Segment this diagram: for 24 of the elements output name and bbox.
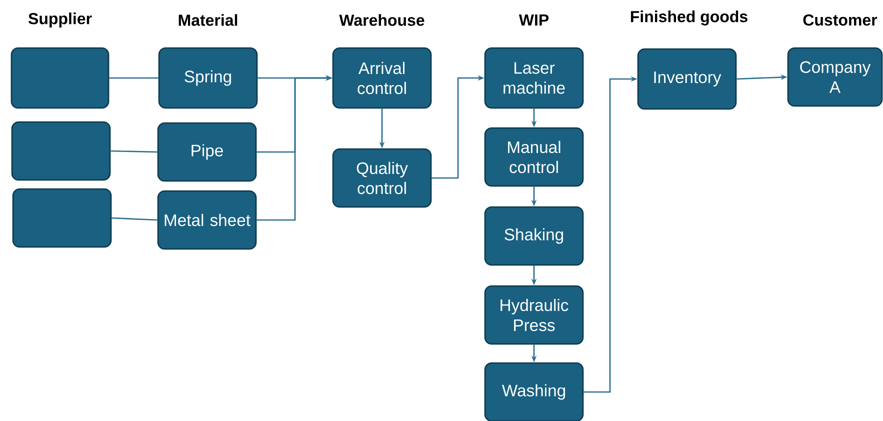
- connector-line: [110, 150, 158, 153]
- process-box: Arrival control: [332, 47, 432, 109]
- process-box: [12, 188, 112, 248]
- process-box: [10, 47, 110, 109]
- process-box: Quality control: [332, 148, 432, 208]
- connector-line: [112, 217, 158, 221]
- process-box: Spring: [158, 47, 258, 109]
- column-heading: Material: [178, 14, 238, 26]
- column-heading: Warehouse: [339, 14, 424, 26]
- process-box: Company A: [787, 47, 883, 107]
- column-heading: Customer: [803, 14, 878, 26]
- process-box: Shaking: [484, 206, 584, 266]
- process-box: Pipe: [157, 122, 257, 182]
- connector-line: [109, 77, 158, 79]
- column-heading: Supplier: [28, 12, 92, 28]
- process-box: Metal sheet: [157, 190, 257, 250]
- column-heading: WIP: [518, 14, 549, 26]
- process-box: Hydraulic Press: [484, 285, 584, 345]
- process-box: [11, 121, 111, 181]
- process-box: Laser machine: [484, 47, 584, 109]
- column-heading: Finished goods: [630, 10, 748, 26]
- process-box: Inventory: [637, 48, 737, 110]
- process-box: Manual control: [484, 127, 584, 187]
- process-box: Washing: [484, 362, 584, 421]
